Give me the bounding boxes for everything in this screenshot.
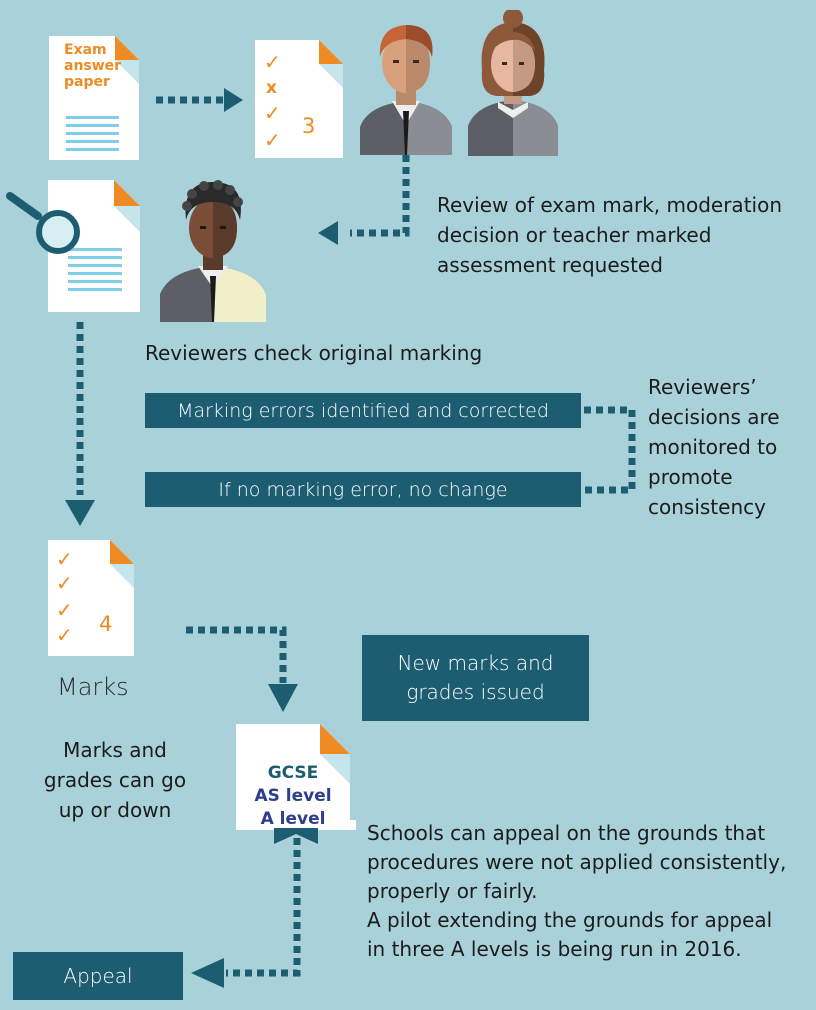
marks-up-down-text: Marks and grades can go up or down bbox=[43, 738, 187, 822]
tick-mark: ✓ bbox=[56, 598, 73, 622]
exam-paper-document-icon bbox=[49, 36, 139, 160]
female-teacher-avatar-icon bbox=[468, 10, 558, 156]
arrowhead-down-1 bbox=[65, 500, 95, 526]
tick-mark: ✓ bbox=[56, 571, 73, 595]
arrowhead-left-1 bbox=[318, 221, 338, 245]
no-marking-error-box: If no marking error, no change bbox=[145, 472, 581, 507]
arrowhead-down-2 bbox=[268, 684, 298, 712]
tick-mark: ✓ bbox=[264, 101, 281, 125]
appeal-box: Appeal bbox=[13, 952, 183, 1000]
male-teacher-avatar-icon bbox=[360, 25, 452, 155]
arrowhead-right-1 bbox=[224, 88, 243, 112]
certificate-document-icon bbox=[236, 724, 356, 844]
certificate-label: GCSE AS level A level bbox=[254, 763, 332, 829]
arrow-teachers-to-review bbox=[350, 155, 410, 237]
appeal-grounds-text: Schools can appeal on the grounds that p… bbox=[367, 821, 787, 961]
marks-label: Marks bbox=[57, 673, 129, 701]
new-marks-document-icon bbox=[48, 540, 134, 656]
arrow-marks-to-certificate bbox=[186, 626, 287, 683]
new-marks-grades-box: New marks and grades issued bbox=[362, 635, 589, 721]
reviewer-avatar-icon bbox=[160, 180, 266, 322]
magnifier-icon bbox=[6, 192, 80, 254]
arrowhead-left-2 bbox=[191, 958, 224, 988]
tick-mark: ✓ bbox=[56, 547, 73, 571]
monitoring-text: Reviewers’ decisions are monitored to pr… bbox=[648, 375, 780, 519]
marked-paper-document-icon bbox=[255, 40, 343, 158]
reviewed-document-icon bbox=[48, 180, 140, 312]
score-value: 3 bbox=[302, 114, 316, 138]
exam-paper-label: Exam answer paper bbox=[64, 42, 122, 90]
tick-mark: ✓ bbox=[264, 128, 281, 152]
reviewers-check-text: Reviewers check original marking bbox=[145, 341, 483, 365]
review-request-text: Review of exam mark, moderation decision… bbox=[437, 193, 782, 277]
tick-mark: ✓ bbox=[264, 50, 281, 74]
marking-errors-corrected-box: Marking errors identified and corrected bbox=[145, 393, 581, 428]
cross-mark: x bbox=[266, 78, 277, 98]
connector-errors-to-monitor bbox=[584, 406, 636, 494]
tick-mark: ✓ bbox=[56, 623, 73, 647]
arrow-certificate-to-appeal bbox=[226, 826, 301, 977]
new-score-value: 4 bbox=[99, 612, 113, 636]
